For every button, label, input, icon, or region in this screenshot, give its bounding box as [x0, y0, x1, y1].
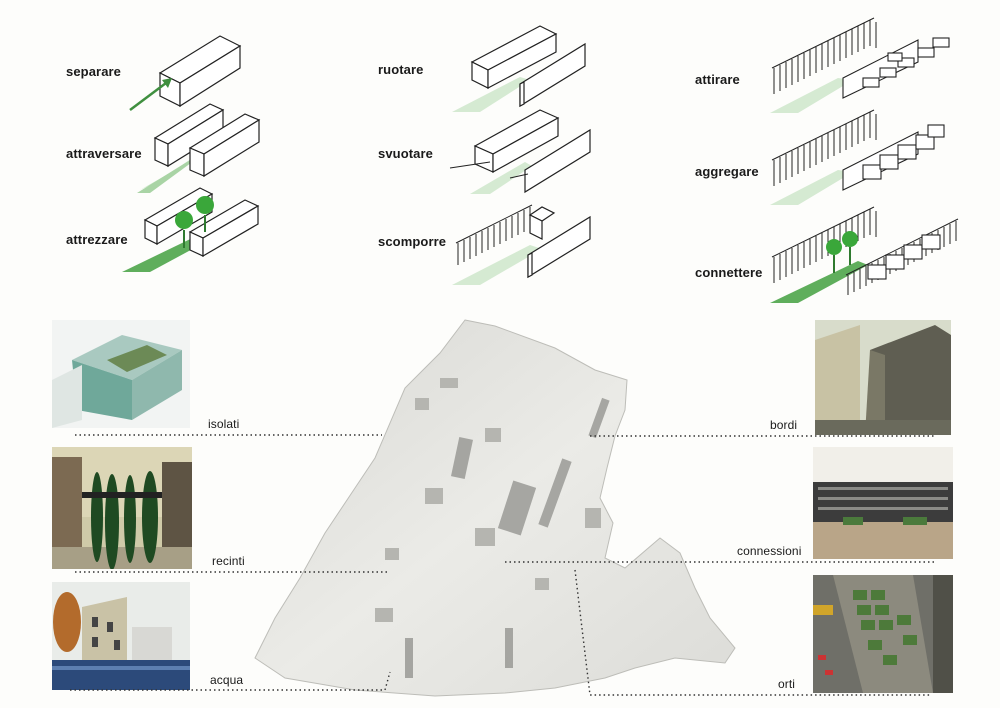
op-label-separare: separare [66, 64, 122, 79]
callout-acqua: acqua [210, 673, 244, 687]
diagram-ruotare [452, 25, 586, 112]
photo-isolati [52, 320, 190, 428]
op-label-scomporre: scomporre [378, 234, 447, 249]
diagram-separare [129, 35, 242, 111]
callout-bordi: bordi [770, 418, 798, 432]
diagram-connettere [770, 206, 959, 303]
site-model-image [254, 319, 736, 697]
photo-orti [813, 575, 953, 693]
op-label-ruotare: ruotare [378, 62, 424, 77]
tree-icon [175, 196, 214, 248]
op-label-attraversare: attraversare [66, 146, 142, 161]
photo-acqua [52, 582, 190, 690]
op-label-aggregare: aggregare [695, 164, 759, 179]
tree-icon [826, 231, 858, 273]
op-label-attrezzare: attrezzare [66, 232, 128, 247]
photo-recinti [52, 447, 192, 569]
photo-bordi [815, 320, 951, 435]
op-label-attirare: attirare [695, 72, 740, 87]
callout-orti: orti [778, 677, 796, 691]
diagram-attrezzare [122, 187, 260, 272]
diagram-attirare [770, 17, 950, 113]
callout-connessioni: connessioni [737, 544, 802, 558]
diagram-svuotare [449, 109, 591, 194]
photo-connessioni [813, 447, 953, 559]
arrow-icon [129, 79, 171, 111]
diagram-scomporre [452, 204, 591, 285]
diagram-attraversare [137, 103, 261, 193]
callout-recinti: recinti [212, 554, 245, 568]
callout-isolati: isolati [208, 417, 240, 431]
diagram-aggregare [770, 109, 945, 205]
op-label-connettere: connettere [695, 265, 763, 280]
op-label-svuotare: svuotare [378, 146, 433, 161]
